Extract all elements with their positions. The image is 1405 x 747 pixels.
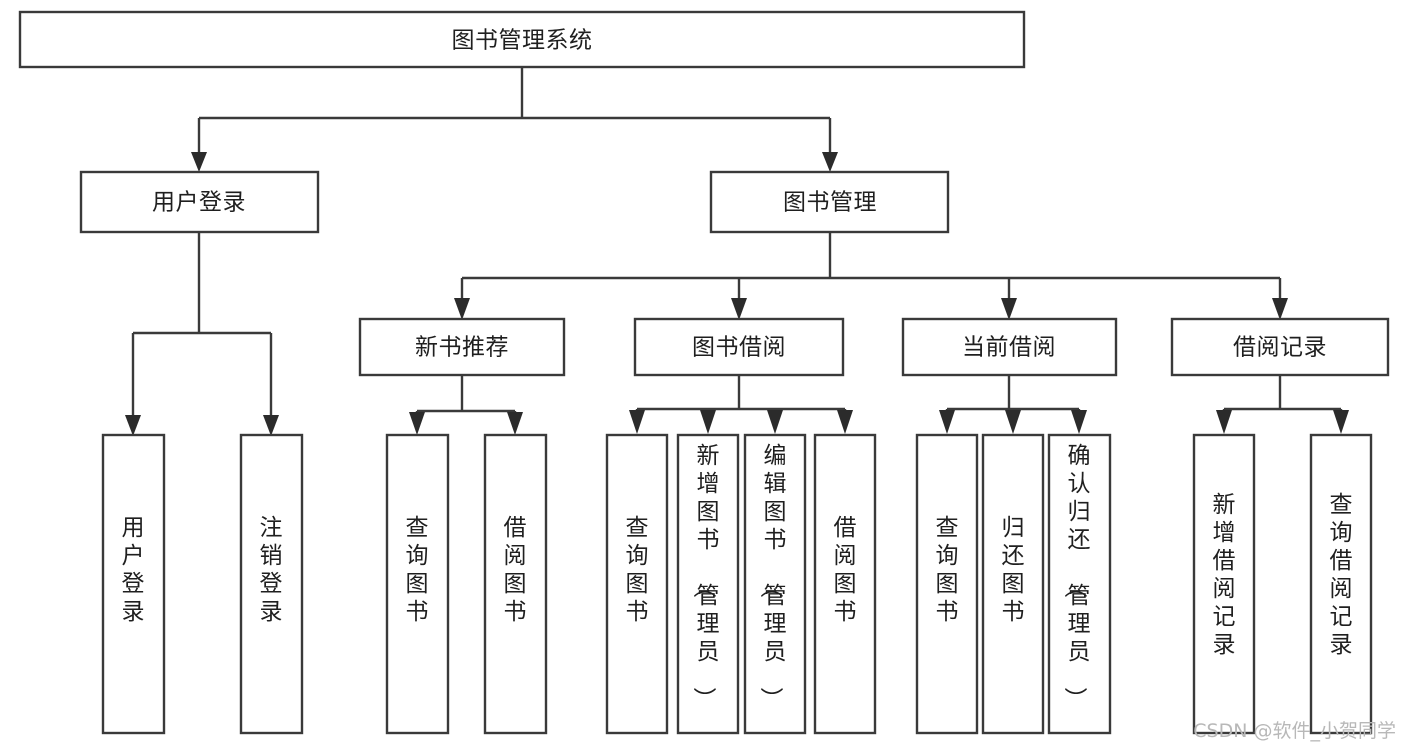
connector-group-user-login-to-leaves <box>125 232 279 436</box>
node-borrow-record-box[interactable] <box>1170 317 1390 377</box>
leaf-query-book-3-label: 查询图书 <box>936 515 959 625</box>
node-user-login-box[interactable] <box>79 170 320 234</box>
leaf-query-record-label: 查询借阅记录 <box>1330 492 1353 658</box>
node-book-management-box[interactable] <box>709 170 950 234</box>
arrow-head-user-login <box>191 152 207 172</box>
leaf-borrow-book-1-box[interactable] <box>483 433 548 735</box>
arrow-head-leaf-query-book-2 <box>629 410 645 434</box>
arrow-head-leaf-user-logout <box>263 415 279 436</box>
node-current-borrow[interactable]: 当前借阅 <box>901 317 1118 377</box>
leaf-edit-book-box[interactable] <box>743 433 807 735</box>
leaf-node[interactable]: 借阅图书 <box>813 433 877 735</box>
leaf-node[interactable]: 编辑图书（管理员） <box>743 433 807 735</box>
arrow-head-leaf-query-book-3 <box>939 410 955 434</box>
node-book-borrow-label: 图书借阅 <box>692 335 786 361</box>
leaf-node[interactable]: 查询图书 <box>915 433 979 735</box>
connector-group-book-management-to-level3 <box>454 232 1288 320</box>
leaf-user-logout-box[interactable] <box>239 433 304 735</box>
leaf-user-logout-label: 注销登录 <box>260 515 283 625</box>
arrow-head-book-borrow <box>731 298 747 320</box>
csdn-watermark: CSDN @软件_小贺同学 <box>1193 720 1396 742</box>
arrow-head-leaf-add-record <box>1216 410 1232 434</box>
arrow-head-current-borrow <box>1001 298 1017 320</box>
leaf-node[interactable]: 注销登录 <box>239 433 304 735</box>
arrow-head-leaf-user-login <box>125 415 141 436</box>
arrow-head-leaf-borrow-book-2 <box>837 410 853 434</box>
connector-group-current-borrow-to-leaves <box>939 375 1087 434</box>
leaf-return-book-box[interactable] <box>981 433 1045 735</box>
leaf-user-login-label: 用户登录 <box>122 515 145 625</box>
leaf-query-record-box[interactable] <box>1309 433 1373 735</box>
node-user-login-label: 用户登录 <box>152 190 246 216</box>
node-root-label: 图书管理系统 <box>452 28 593 54</box>
leaf-edit-book-label: 编辑图书（管理员） <box>758 443 787 710</box>
leaf-add-book-box[interactable] <box>676 433 740 735</box>
leaf-node[interactable]: 新增图书（管理员） <box>676 433 740 735</box>
node-new-book-recommend[interactable]: 新书推荐 <box>358 317 566 377</box>
leaf-user-login-box[interactable] <box>101 433 166 735</box>
leaf-confirm-return-label: 确认归还（管理员） <box>1062 443 1091 710</box>
arrow-head-leaf-query-book-1 <box>409 412 425 435</box>
arrow-head-leaf-borrow-book-1 <box>507 412 523 435</box>
leaf-add-book-label: 新增图书（管理员） <box>691 443 720 710</box>
connector-group-new-book-to-leaves <box>409 375 523 435</box>
node-book-borrow[interactable]: 图书借阅 <box>633 317 845 377</box>
node-new-book-recommend-box[interactable] <box>358 317 566 377</box>
node-current-borrow-box[interactable] <box>901 317 1118 377</box>
leaf-node[interactable]: 用户登录 <box>101 433 166 735</box>
node-user-login[interactable]: 用户登录 <box>79 170 320 234</box>
arrow-head-leaf-add-book <box>700 410 716 434</box>
leaf-confirm-return-box[interactable] <box>1047 433 1112 735</box>
node-book-borrow-box[interactable] <box>633 317 845 377</box>
node-current-borrow-label: 当前借阅 <box>962 335 1056 361</box>
arrow-head-leaf-edit-book <box>767 410 783 434</box>
leaf-node[interactable]: 确认归还（管理员） <box>1047 433 1112 735</box>
leaf-node[interactable]: 新增借阅记录 <box>1192 433 1256 735</box>
connector-group-root-to-level2 <box>191 67 838 172</box>
leaf-query-book-1-label: 查询图书 <box>406 515 429 625</box>
leaf-query-book-3-box[interactable] <box>915 433 979 735</box>
connector-group-book-borrow-to-leaves <box>629 375 853 434</box>
arrow-head-leaf-return-book <box>1005 410 1021 434</box>
node-root-box[interactable] <box>18 10 1026 69</box>
leaf-node[interactable]: 查询图书 <box>605 433 669 735</box>
leaf-return-book-label: 归还图书 <box>1002 515 1025 625</box>
leaf-add-record-label: 新增借阅记录 <box>1213 492 1236 658</box>
arrow-head-new-book-recommend <box>454 298 470 320</box>
connector-group-borrow-record-to-leaves <box>1216 375 1349 434</box>
arrow-head-leaf-confirm-return <box>1071 410 1087 434</box>
leaf-node[interactable]: 查询借阅记录 <box>1309 433 1373 735</box>
leaf-query-book-1-box[interactable] <box>385 433 450 735</box>
leaf-borrow-book-1-label: 借阅图书 <box>504 515 527 625</box>
leaf-query-book-2-label: 查询图书 <box>626 515 649 625</box>
node-new-book-recommend-label: 新书推荐 <box>415 335 509 361</box>
leaf-node[interactable]: 查询图书 <box>385 433 450 735</box>
leaf-query-book-2-box[interactable] <box>605 433 669 735</box>
node-book-management[interactable]: 图书管理 <box>709 170 950 234</box>
node-borrow-record[interactable]: 借阅记录 <box>1170 317 1390 377</box>
arrow-head-leaf-query-record <box>1333 410 1349 434</box>
node-book-management-label: 图书管理 <box>783 190 877 216</box>
leaf-add-record-box[interactable] <box>1192 433 1256 735</box>
node-borrow-record-label: 借阅记录 <box>1233 335 1327 361</box>
leaf-node[interactable]: 归还图书 <box>981 433 1045 735</box>
leaf-borrow-book-2-box[interactable] <box>813 433 877 735</box>
leaf-borrow-book-2-label: 借阅图书 <box>834 515 857 625</box>
arrow-head-book-management <box>822 152 838 172</box>
leaf-node[interactable]: 借阅图书 <box>483 433 548 735</box>
node-root[interactable]: 图书管理系统 <box>18 10 1026 69</box>
arrow-head-borrow-record <box>1272 298 1288 320</box>
